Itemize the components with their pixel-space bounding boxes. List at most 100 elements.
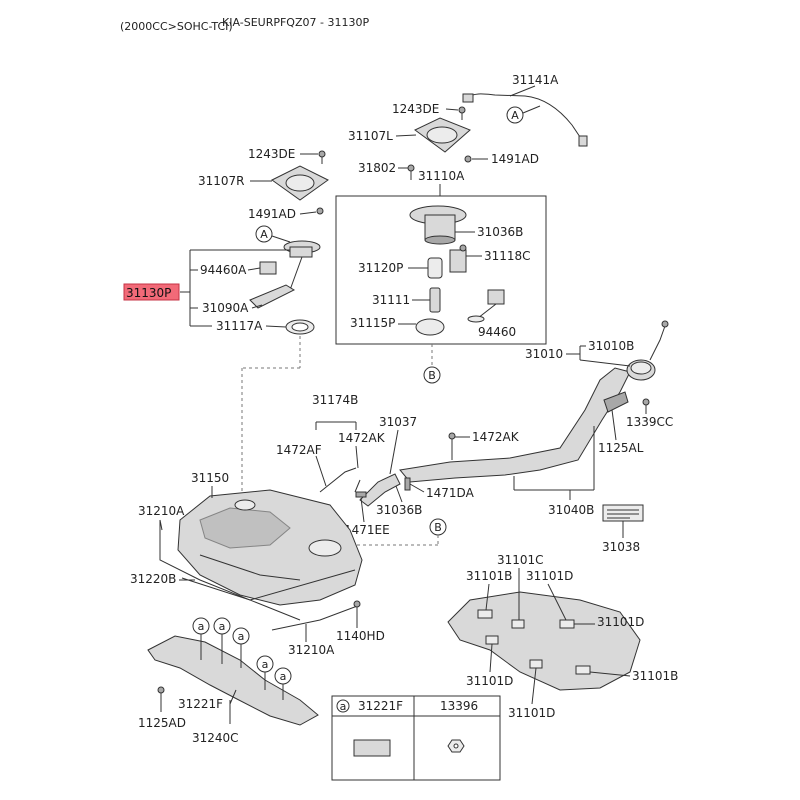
callout-31107l[interactable]: 31107L bbox=[348, 129, 393, 143]
pump-flange-31036b[interactable] bbox=[409, 205, 467, 245]
callout-1243de-top[interactable]: 1243DE bbox=[392, 102, 439, 116]
callout-31111[interactable]: 31111 bbox=[372, 293, 410, 307]
cover-plate-31107l[interactable] bbox=[414, 117, 471, 153]
heat-shield-31240c[interactable] bbox=[147, 635, 319, 726]
callout-31150[interactable]: 31150 bbox=[191, 471, 229, 485]
callout-31130p-highlight bbox=[123, 283, 180, 301]
header-engine: (2000CC>SOHC-TCI) bbox=[120, 20, 233, 33]
callout-1491ad-left[interactable]: 1491AD bbox=[248, 207, 296, 221]
callout-1339cc[interactable]: 1339CC bbox=[626, 415, 673, 429]
fuel-tank-31150[interactable] bbox=[177, 489, 363, 606]
callout-31101d-bl[interactable]: 31101D bbox=[466, 674, 513, 688]
callout-31120p[interactable]: 31120P bbox=[358, 261, 403, 275]
callout-31107r[interactable]: 31107R bbox=[198, 174, 245, 188]
sender-94460a[interactable] bbox=[259, 261, 277, 275]
header-model-code: KIA-SEURPFQZ07 - 31130P bbox=[222, 16, 369, 29]
callout-31221f-main[interactable]: 31221F bbox=[178, 697, 223, 711]
oring-31117a[interactable] bbox=[285, 319, 315, 335]
callout-31101b-br[interactable]: 31101B bbox=[632, 669, 678, 683]
strap-31220b[interactable] bbox=[181, 569, 356, 601]
callout-31117a[interactable]: 31117A bbox=[216, 319, 263, 333]
screw-31802[interactable] bbox=[407, 164, 415, 180]
callout-31220b[interactable]: 31220B bbox=[130, 572, 176, 586]
bolt-1491ad-right[interactable] bbox=[464, 155, 472, 163]
pump-motor-31111[interactable] bbox=[429, 287, 441, 313]
callout-31210a-left[interactable]: 31210A bbox=[138, 504, 185, 518]
ref-b-top bbox=[423, 366, 441, 384]
callout-31210a-bottom[interactable]: 31210A bbox=[288, 643, 335, 657]
callout-31802[interactable]: 31802 bbox=[358, 161, 396, 175]
fuel-line-31141a[interactable] bbox=[462, 93, 588, 147]
callout-1491ad-right[interactable]: 1491AD bbox=[491, 152, 539, 166]
ref-a-left bbox=[255, 225, 273, 243]
bolt-1140hd[interactable] bbox=[353, 600, 361, 618]
callout-1125al[interactable]: 1472AK bbox=[472, 430, 520, 444]
bolt-1125ad[interactable] bbox=[157, 686, 165, 712]
hose-31174b[interactable] bbox=[319, 467, 361, 493]
sender-94460[interactable] bbox=[467, 289, 505, 323]
callout-31174b[interactable]: 31174B bbox=[312, 393, 358, 407]
callout-31240c[interactable]: 31240C bbox=[192, 731, 239, 745]
screw-1339cc[interactable] bbox=[642, 398, 650, 406]
callout-31010[interactable]: 31010 bbox=[525, 347, 563, 361]
label-plate-31038[interactable] bbox=[602, 504, 644, 522]
callout-31101c[interactable]: 31101C bbox=[497, 553, 544, 567]
callout-31115p[interactable]: 31115P bbox=[350, 316, 395, 330]
cover-plate-31107r[interactable] bbox=[271, 165, 329, 201]
callout-1243de-left[interactable]: 1243DE bbox=[248, 147, 295, 161]
regulator-31118c[interactable] bbox=[449, 244, 467, 273]
clamp-1471da[interactable] bbox=[404, 477, 411, 491]
svg-text:a: a bbox=[262, 658, 269, 671]
callout-31101d-top[interactable]: 31101D bbox=[526, 569, 573, 583]
callout-94460a[interactable]: 94460A bbox=[200, 263, 247, 277]
callout-1472af[interactable]: 1472AF bbox=[276, 443, 322, 457]
bolt-1243de-top[interactable] bbox=[458, 106, 466, 120]
callout-1125ad[interactable]: 1125AD bbox=[138, 716, 186, 730]
legend-pad-icon bbox=[353, 739, 391, 757]
bolt-1125al[interactable] bbox=[448, 432, 456, 460]
bolt-1491ad-left[interactable] bbox=[316, 207, 324, 215]
tank-pads-31101[interactable] bbox=[447, 591, 641, 691]
callout-31036b-top[interactable]: 31036B bbox=[477, 225, 523, 239]
oring-31115p[interactable] bbox=[415, 318, 445, 336]
filler-neck-31040b[interactable] bbox=[399, 367, 631, 483]
callout-1471ee[interactable]: 1471EE bbox=[344, 523, 390, 537]
clamp-1471ee[interactable] bbox=[355, 491, 367, 498]
legend-col2-header: 13396 bbox=[440, 699, 478, 713]
hose-31037[interactable] bbox=[359, 473, 401, 507]
callout-31090a[interactable]: 31090A bbox=[202, 301, 249, 315]
ref-b-top-text: B bbox=[428, 369, 436, 382]
callout-94460[interactable]: 94460 bbox=[478, 325, 516, 339]
bracket-31453b[interactable] bbox=[603, 391, 629, 413]
callout-31038[interactable]: 31038 bbox=[602, 540, 640, 554]
callout-31040b[interactable]: 31040B bbox=[548, 503, 594, 517]
callout-1140hd[interactable]: 1140HD bbox=[336, 629, 385, 643]
callout-31101d-right[interactable]: 31101D bbox=[597, 615, 644, 629]
bolt-1243de-left[interactable] bbox=[318, 150, 326, 164]
svg-text:a: a bbox=[219, 620, 226, 633]
ref-a-group: a a a a a bbox=[192, 617, 292, 700]
reservoir-31090a[interactable] bbox=[249, 284, 296, 309]
pump-flange-31130p[interactable] bbox=[283, 240, 321, 291]
strap-31210a-bottom[interactable] bbox=[271, 604, 361, 631]
callout-31010b[interactable]: 31010B bbox=[588, 339, 634, 353]
legend-ref-marker: a bbox=[340, 700, 347, 713]
callout-1471da[interactable]: 1471DA bbox=[426, 486, 475, 500]
callout-31118c[interactable]: 31118C bbox=[484, 249, 531, 263]
ref-a-top bbox=[506, 106, 524, 124]
callout-31101b-top[interactable]: 31101B bbox=[466, 569, 512, 583]
filler-cap-31010[interactable] bbox=[626, 320, 669, 381]
callout-31130p[interactable]: 31130P bbox=[126, 286, 171, 300]
svg-text:a: a bbox=[238, 630, 245, 643]
callout-31037[interactable]: 31037 bbox=[379, 415, 417, 429]
ref-a-left-text: A bbox=[260, 228, 268, 241]
callout-1472ak[interactable]: 1472AK bbox=[338, 431, 386, 445]
callout-31036b-bottom[interactable]: 31036B bbox=[376, 503, 422, 517]
callout-31110a[interactable]: 31110A bbox=[418, 169, 465, 183]
callout-31453b[interactable]: 1125AL bbox=[598, 441, 644, 455]
callout-31141a[interactable]: 31141A bbox=[512, 73, 559, 87]
filter-31120p[interactable] bbox=[427, 257, 443, 279]
callout-31101d-bottom[interactable]: 31101D bbox=[508, 706, 555, 720]
ref-a-top-text: A bbox=[511, 109, 519, 122]
